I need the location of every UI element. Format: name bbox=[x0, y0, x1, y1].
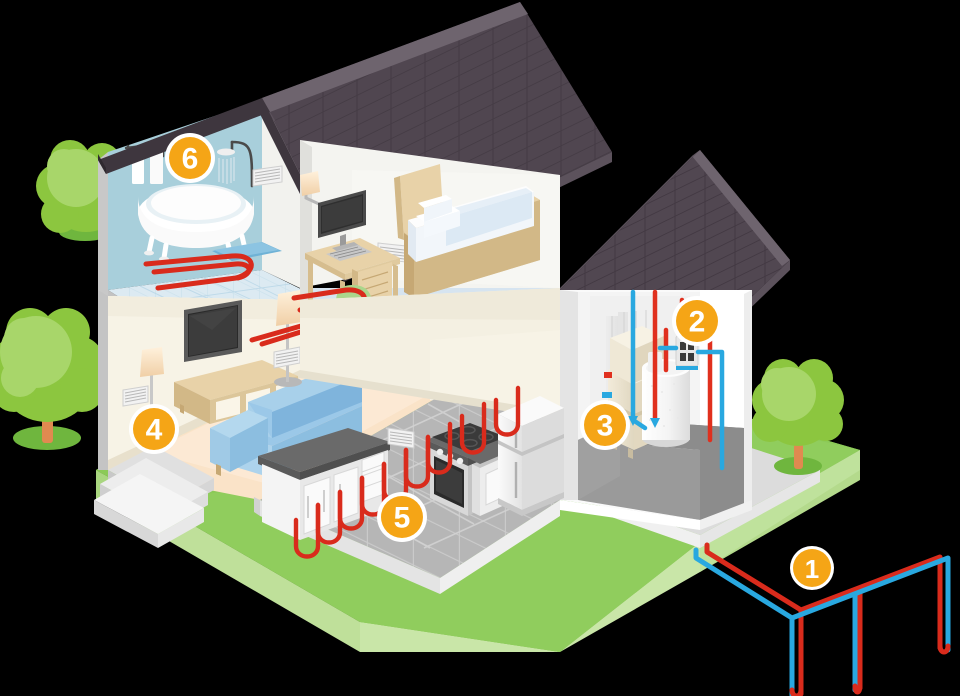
kitchen bbox=[254, 288, 564, 594]
shower-head bbox=[217, 140, 254, 188]
wall-lamp bbox=[300, 171, 320, 206]
tree-left bbox=[0, 308, 104, 450]
bed bbox=[394, 164, 540, 298]
ground-loop bbox=[693, 542, 951, 696]
marker-2[interactable]: 2 bbox=[672, 296, 722, 346]
kitchen-counter bbox=[258, 428, 390, 540]
marker-3[interactable]: 3 bbox=[580, 400, 630, 450]
bath-tub bbox=[138, 184, 254, 262]
wall-vent-livingroom-left bbox=[122, 385, 149, 407]
marker-1[interactable]: 1 bbox=[790, 546, 834, 590]
underfloor-pipes bbox=[293, 385, 521, 559]
refrigerator bbox=[498, 396, 564, 516]
tree-right bbox=[752, 359, 844, 475]
supply-line bbox=[704, 542, 943, 696]
return-line bbox=[693, 547, 951, 696]
borehole-3 bbox=[937, 643, 951, 655]
wall-vent-kitchen bbox=[387, 427, 415, 449]
marker-6[interactable]: 6 bbox=[165, 133, 215, 183]
marker-4[interactable]: 4 bbox=[129, 404, 179, 454]
wall-vent-bathroom bbox=[252, 165, 283, 187]
marker-5[interactable]: 5 bbox=[377, 492, 427, 542]
flat-tv bbox=[184, 300, 242, 362]
borehole-1 bbox=[789, 687, 804, 696]
entry-steps bbox=[94, 446, 214, 548]
borehole-2 bbox=[852, 683, 863, 695]
